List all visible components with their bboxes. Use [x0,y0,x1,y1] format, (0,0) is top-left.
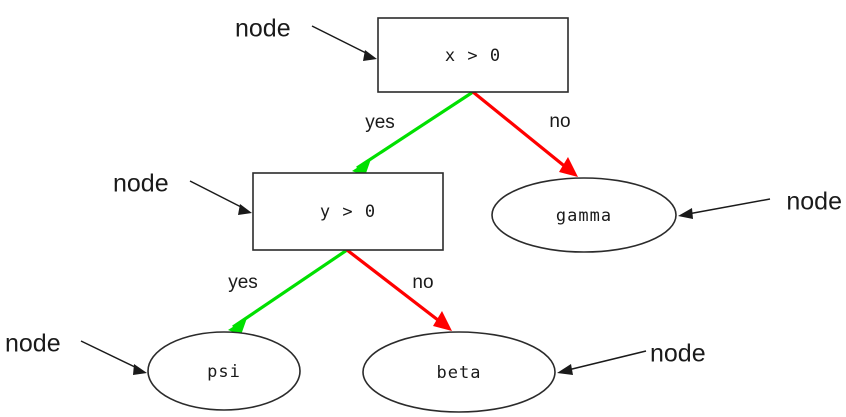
annotation-root-line [311,25,371,56]
node-psi-ellipse [147,331,301,411]
edge-branch-no-line [346,248,448,329]
edge-root-no[interactable]: no [471,90,578,177]
edge-root-no-line [471,90,575,175]
annotation-branch-line [189,180,246,210]
node-psi[interactable]: psi [147,331,301,411]
node-beta-label: beta [437,363,482,383]
annotation-label-branch: node [113,170,169,198]
edge-label-root-no: no [549,111,570,132]
edge-root-yes-line [356,90,474,170]
annotation-branch: node [113,170,252,215]
node-beta[interactable]: beta [362,331,556,413]
node-beta-ellipse [362,331,556,413]
annotation-group: node node node node node [5,15,842,375]
node-group: x > 0 y > 0 gamma psi beta [147,17,677,413]
annotation-root-arrowhead [363,50,377,61]
annotation-beta: node [557,340,706,375]
node-root-rect [377,17,569,93]
node-branch[interactable]: y > 0 [252,172,444,251]
edge-branch-no[interactable]: no [346,248,452,331]
annotation-label-root: node [235,15,291,43]
node-branch-label: y > 0 [320,202,376,222]
edge-branch-yes-arrowhead [228,318,247,335]
annotation-beta-arrowhead [557,364,573,375]
edge-label-branch-no: no [412,272,433,293]
edge-root-no-arrowhead [559,157,578,177]
node-root-label: x > 0 [445,46,501,66]
node-branch-rect [252,172,444,251]
edge-branch-no-arrowhead [433,311,452,331]
edge-root-yes[interactable]: yes [352,90,474,176]
annotation-gamma-line [687,198,771,215]
annotation-root: node [235,15,377,61]
annotation-label-psi: node [5,330,61,358]
annotation-branch-arrowhead [238,204,252,215]
annotation-psi: node [5,330,147,375]
node-gamma-label: gamma [556,206,612,226]
node-psi-label: psi [207,362,241,382]
edge-group: yes no yes no [228,90,578,335]
node-root[interactable]: x > 0 [377,17,569,93]
edge-label-branch-yes: yes [228,272,258,293]
annotation-beta-line [567,350,647,371]
annotation-psi-arrowhead [133,364,147,375]
edge-root-yes-arrowhead [352,159,371,176]
annotation-gamma: node [678,188,842,219]
edge-branch-yes-line [232,248,348,329]
annotation-gamma-arrowhead [678,208,693,219]
node-gamma[interactable]: gamma [491,177,677,253]
annotation-label-gamma: node [786,188,842,216]
annotation-label-beta: node [650,340,706,368]
edge-label-root-yes: yes [365,112,395,133]
annotation-psi-line [80,340,140,370]
node-gamma-ellipse [491,177,677,253]
edge-branch-yes[interactable]: yes [228,248,348,335]
